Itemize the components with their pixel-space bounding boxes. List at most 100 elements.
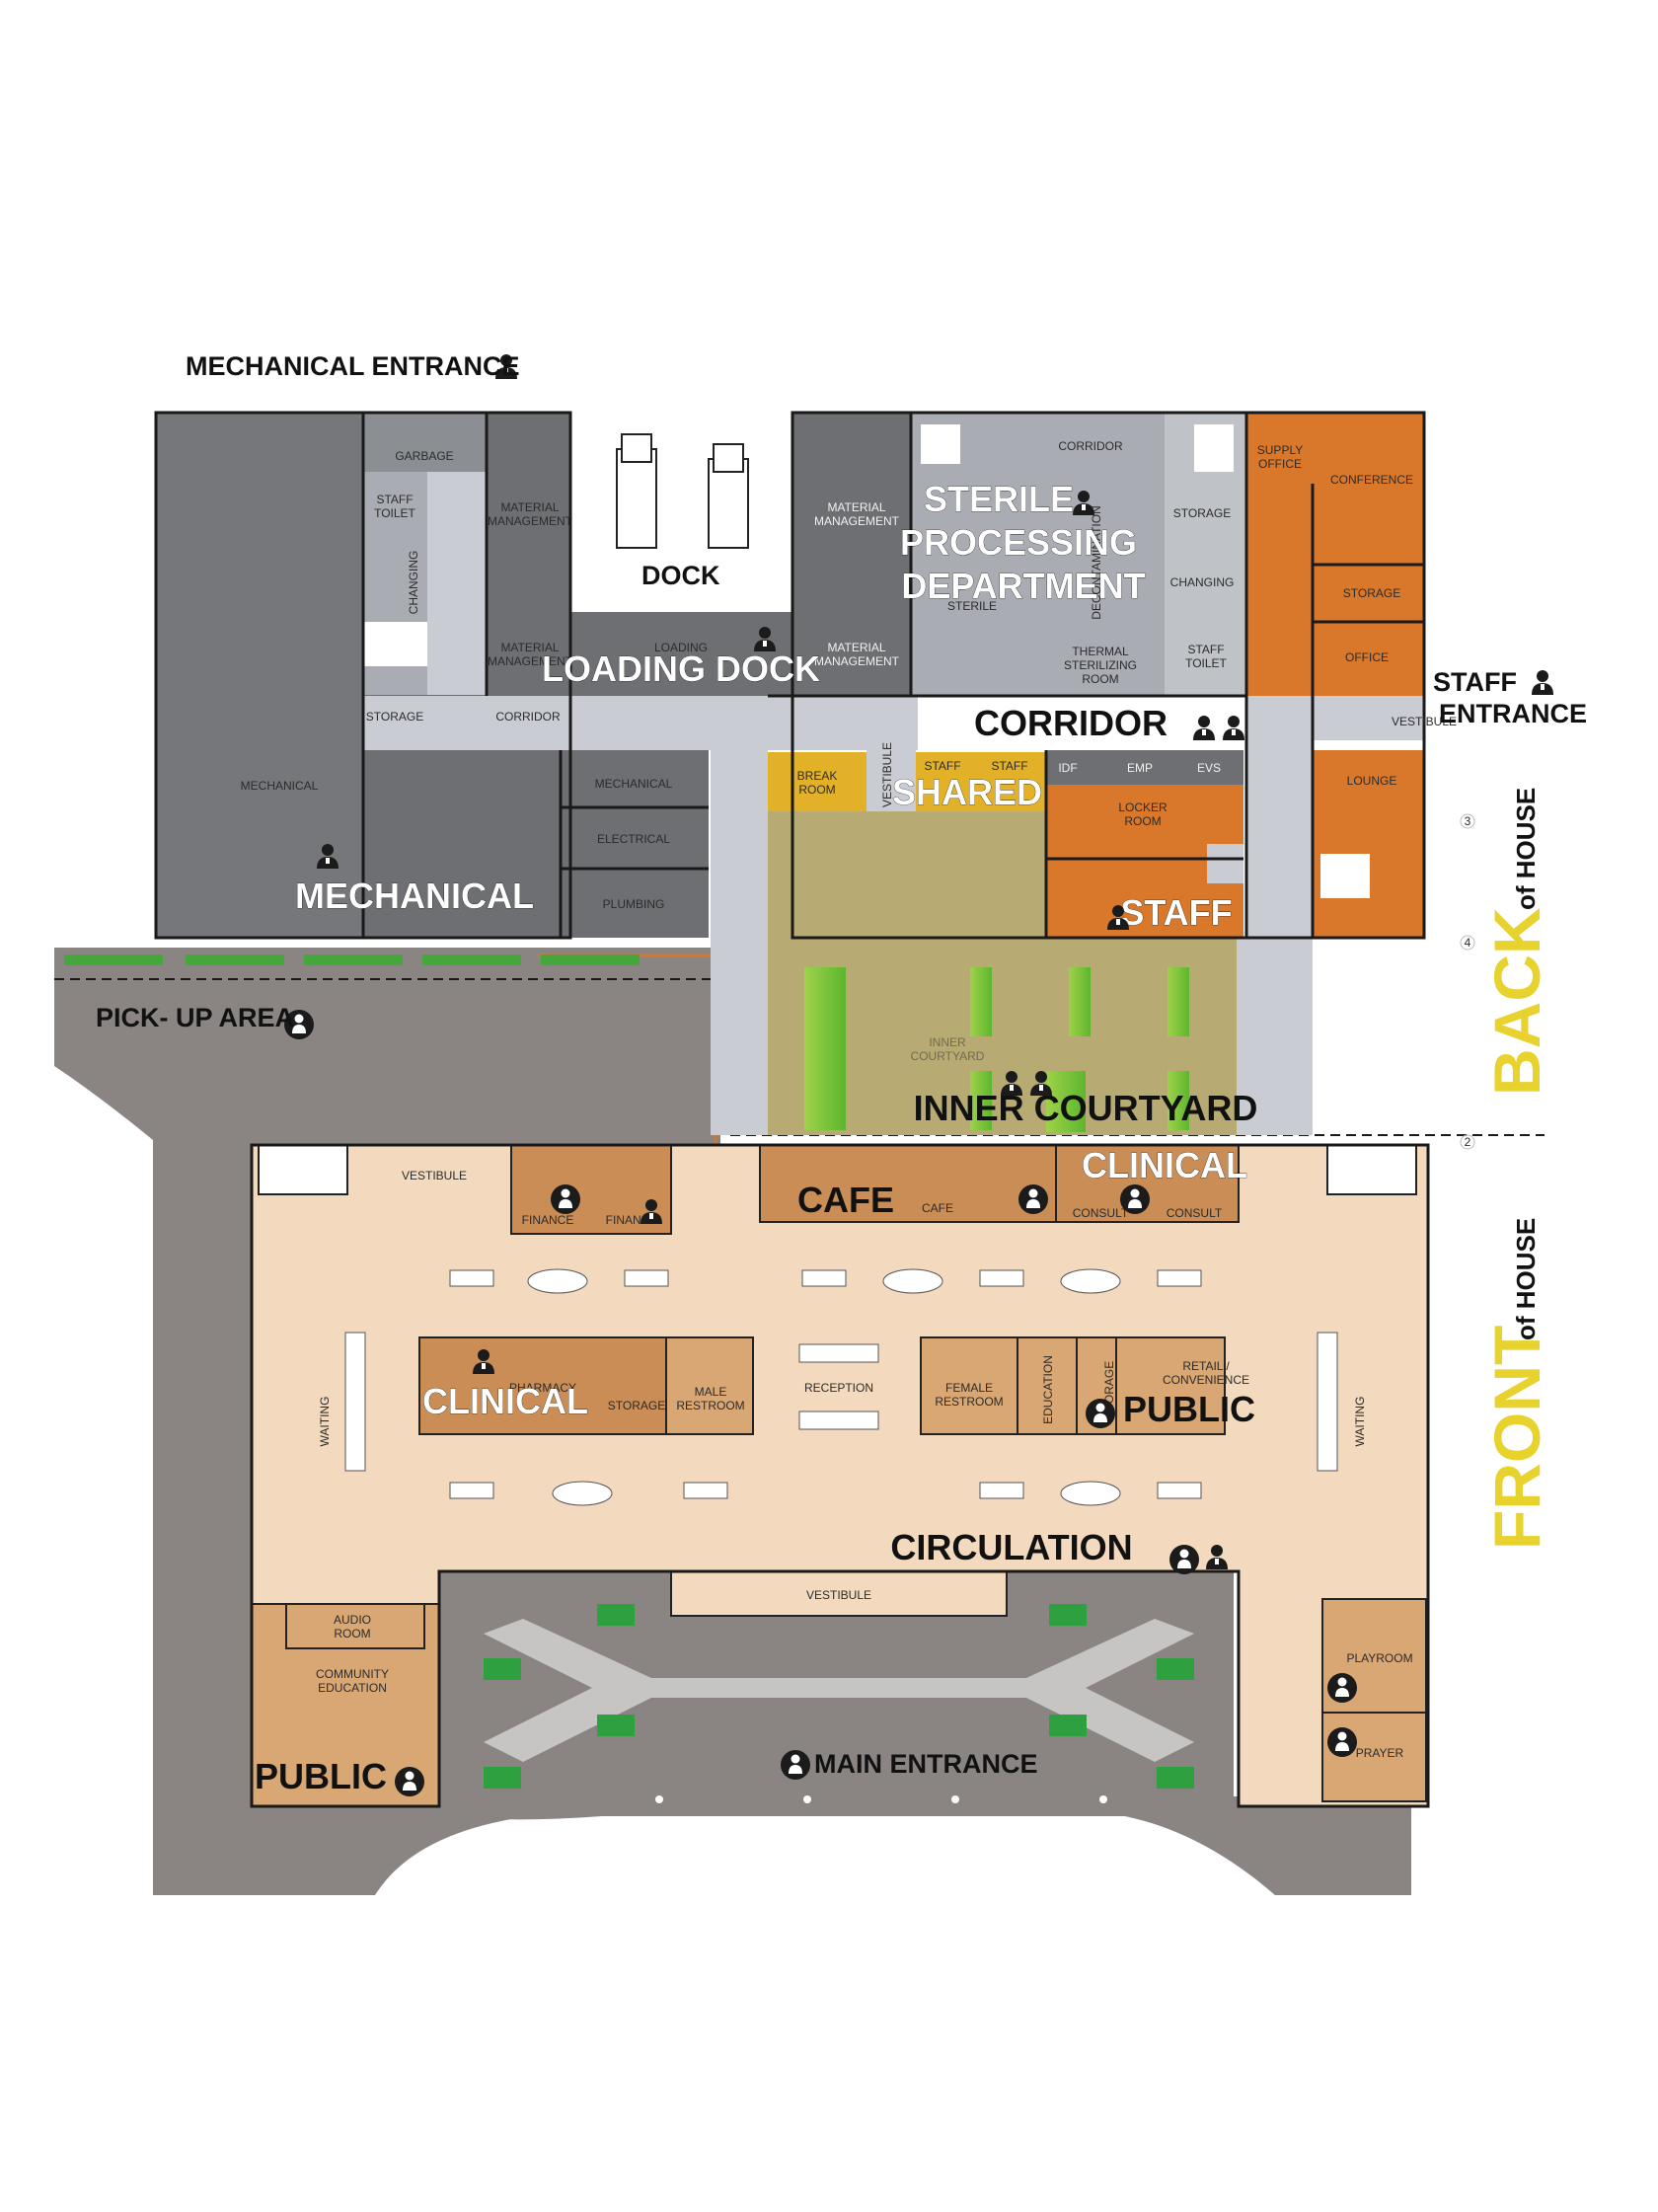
room-loading: LOADING (654, 641, 708, 654)
svg-text:3: 3 (1465, 814, 1471, 828)
room-conference: CONFERENCE (1330, 473, 1413, 487)
person-icon-corridor-b (1223, 716, 1244, 740)
room-storage-right: STORAGE (1343, 586, 1400, 600)
zone-public-mid: PUBLIC (1123, 1389, 1255, 1429)
room-evs: EVS (1197, 761, 1221, 775)
room-playroom: PLAYROOM (1346, 1651, 1412, 1665)
room-material-b: MATERIAL (500, 641, 559, 654)
room-storage-sterile: STORAGE (1173, 506, 1231, 520)
room-material-c2: MANAGEMENT (814, 514, 900, 528)
zone-clinical-mid: CLINICAL (422, 1381, 588, 1421)
room-prayer: PRAYER (1356, 1746, 1404, 1760)
zone-labels: MECHANICAL LOADING DOCK STERILE PROCESSI… (255, 479, 1257, 1796)
room-material-d2: MANAGEMENT (814, 654, 900, 668)
person-icon-finance-a (551, 1184, 580, 1214)
room-retail: RETAIL / (1182, 1359, 1230, 1373)
dock-label: DOCK (641, 561, 720, 590)
zone-clinical-top: CLINICAL (1082, 1145, 1247, 1185)
room-mechanical-small: MECHANICAL (595, 777, 673, 791)
zone-sterile-2: PROCESSING (900, 522, 1137, 563)
room-vestibule-vertical: VESTIBULE (880, 742, 894, 807)
room-female: FEMALE (945, 1381, 993, 1395)
person-icon-public-bottom (395, 1767, 424, 1796)
back-of-house (154, 411, 1426, 1135)
exterior-labels: MECHANICAL ENTRANCE STAFF ENTRANCE PICK-… (96, 351, 1587, 1779)
room-supply: SUPPLY (1257, 443, 1303, 457)
person-icon-main-entrance (781, 1750, 810, 1780)
room-corridor-top: CORRIDOR (1058, 439, 1123, 453)
room-retail-2: CONVENIENCE (1163, 1373, 1249, 1387)
room-thermal-2: STERILIZING (1064, 658, 1137, 672)
room-finance-1: FINANCE (522, 1213, 574, 1227)
room-staff-a: STAFF (924, 759, 960, 773)
person-icon-consult (1120, 1184, 1150, 1214)
room-changing-right: CHANGING (1170, 575, 1235, 589)
entrance-drive (484, 1604, 1194, 1803)
room-break: BREAK (797, 769, 838, 783)
svg-text:4: 4 (1465, 936, 1471, 950)
room-thermal: THERMAL (1072, 645, 1129, 658)
front-label: FRONT (1480, 1326, 1553, 1550)
room-vestibule-top-left: VESTIBULE (402, 1169, 467, 1182)
back-of-house-label: of HOUSE (1511, 788, 1541, 910)
room-corridor-left: CORRIDOR (495, 710, 561, 724)
staff-entrance-label-1: STAFF (1433, 667, 1517, 697)
zone-public-bottom: PUBLIC (255, 1756, 387, 1796)
room-staff-toilet-r2: TOILET (1185, 656, 1227, 670)
room-staff-toilet-r: STAFF (1187, 643, 1224, 656)
room-material-c: MATERIAL (827, 500, 885, 514)
room-pharmacy: PHARMACY (509, 1381, 576, 1395)
room-male: MALE (695, 1385, 727, 1399)
grid-markers: 3 4 2 (1460, 813, 1475, 1150)
room-storage-mid: STORAGE (608, 1399, 665, 1412)
person-icon-cafe (1018, 1184, 1048, 1214)
room-waiting-right: WAITING (1353, 1397, 1367, 1447)
room-locker-2: ROOM (1124, 814, 1161, 828)
person-icon-playroom (1327, 1673, 1357, 1703)
front-of-house-label: of HOUSE (1511, 1218, 1541, 1340)
room-community-2: EDUCATION (318, 1681, 387, 1695)
back-label: BACK (1480, 907, 1553, 1096)
room-plumbing: PLUMBING (603, 897, 665, 911)
room-decontamination: DECONTAMINATION (1090, 505, 1103, 620)
room-mechanical: MECHANICAL (241, 779, 319, 793)
zone-staff: STAFF (1120, 892, 1232, 933)
room-vestibule-main: VESTIBULE (806, 1588, 871, 1602)
room-consult-2: CONSULT (1167, 1206, 1223, 1220)
zone-cafe: CAFE (797, 1180, 894, 1220)
main-entrance-label: MAIN ENTRANCE (814, 1749, 1038, 1779)
room-female-2: RESTROOM (935, 1395, 1003, 1409)
room-supply-2: OFFICE (1258, 457, 1302, 471)
zone-inner-courtyard: INNER COURTYARD (914, 1088, 1258, 1128)
mechanical-entrance-label: MECHANICAL ENTRANCE (186, 351, 520, 381)
room-reception: RECEPTION (804, 1381, 873, 1395)
room-lounge: LOUNGE (1347, 774, 1397, 788)
room-thermal-3: ROOM (1082, 672, 1118, 686)
staff-entrance-label-2: ENTRANCE (1439, 699, 1587, 728)
room-staff-toilet-2: TOILET (374, 506, 415, 520)
room-male-2: RESTROOM (676, 1399, 744, 1412)
room-staff-toilet: STAFF (376, 493, 413, 506)
zone-shared: SHARED (892, 772, 1042, 812)
room-idf: IDF (1058, 761, 1077, 775)
zone-loading-dock: LOADING DOCK (542, 648, 820, 689)
zone-mechanical: MECHANICAL (295, 876, 534, 916)
room-staff-b: STAFF (991, 759, 1027, 773)
room-courtyard-faint-2: COURTYARD (911, 1049, 985, 1063)
room-audio-2: ROOM (334, 1627, 370, 1640)
room-electrical: ELECTRICAL (597, 832, 670, 846)
room-material-a2: MANAGEMENT (488, 514, 573, 528)
person-icon-circulation (1169, 1545, 1199, 1574)
room-office: OFFICE (1345, 650, 1389, 664)
person-icon-public-mid (1086, 1399, 1115, 1428)
room-changing-left: CHANGING (407, 551, 420, 615)
room-locker: LOCKER (1118, 801, 1168, 814)
room-material-a: MATERIAL (500, 500, 559, 514)
room-garbage: GARBAGE (395, 449, 453, 463)
room-emp: EMP (1127, 761, 1153, 775)
planting-strip (64, 954, 640, 965)
pickup-area-label: PICK- UP AREA (96, 1003, 294, 1032)
room-courtyard-faint: INNER (929, 1035, 966, 1049)
zone-circulation: CIRCULATION (890, 1527, 1132, 1567)
zone-sterile-3: DEPARTMENT (901, 566, 1145, 606)
